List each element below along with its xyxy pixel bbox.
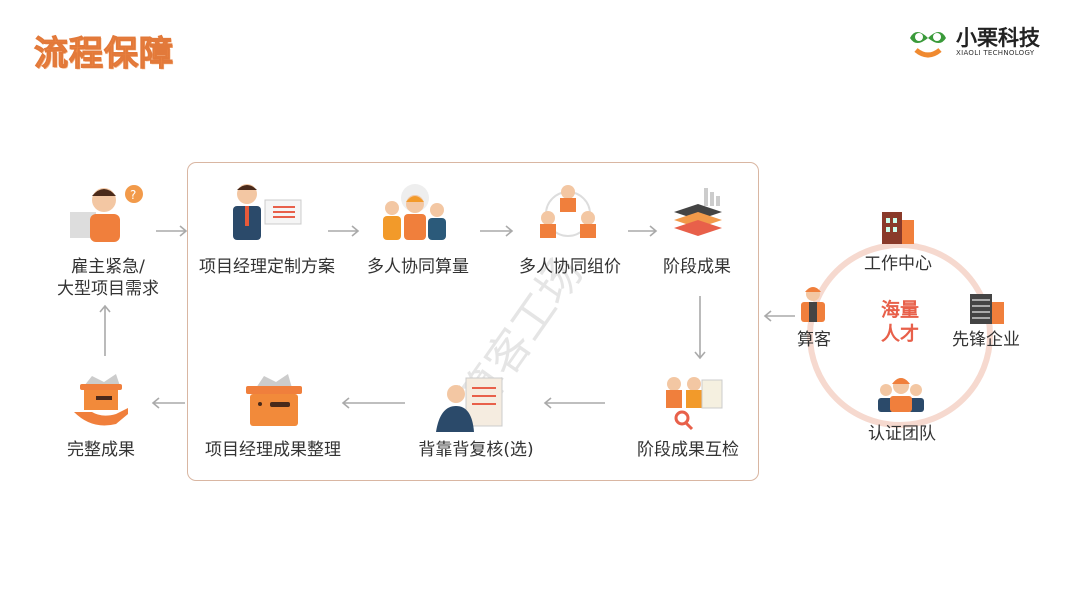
enterprise-building-icon xyxy=(970,294,1004,324)
step-stage-result: 阶段成果 xyxy=(663,257,731,277)
layers-chart-icon xyxy=(674,188,722,236)
delivered-result-icon xyxy=(74,374,128,426)
talent-ring xyxy=(807,242,993,428)
logo-subtitle: XIAOLI TECHNOLOGY xyxy=(956,49,1035,57)
talent-center-line2: 人才 xyxy=(880,323,920,345)
employer-question-icon: ? xyxy=(70,185,143,242)
review-icon xyxy=(436,377,503,432)
step-mutual-check: 阶段成果互检 xyxy=(637,440,739,460)
step-complete: 完整成果 xyxy=(67,440,135,460)
talent-center: 海量人才 xyxy=(881,298,919,346)
start-step-label: 雇主紧急/大型项目需求 xyxy=(57,256,159,300)
svg-text:?: ? xyxy=(130,188,136,202)
step-pricing: 多人协同组价 xyxy=(519,257,621,277)
archive-box-icon xyxy=(246,374,302,426)
team-quantity-icon xyxy=(383,184,446,240)
certified-team-icon xyxy=(878,378,924,412)
page-title: 流程保障 xyxy=(34,34,174,75)
start-step-line2: 大型项目需求 xyxy=(57,279,159,299)
node-work-center: 工作中心 xyxy=(864,254,932,274)
process-box xyxy=(187,162,759,481)
mutual-check-icon xyxy=(666,377,723,431)
node-estimator: 算客 xyxy=(797,330,831,350)
node-enterprise: 先锋企业 xyxy=(952,330,1020,350)
work-center-icon xyxy=(882,212,914,244)
step-quantity: 多人协同算量 xyxy=(367,257,469,277)
team-pricing-icon xyxy=(540,185,596,238)
step-review: 背靠背复核(选) xyxy=(418,440,534,460)
logo-name: 小栗科技 xyxy=(956,26,1040,50)
logo-icon xyxy=(910,32,946,58)
talent-center-line1: 海量 xyxy=(880,299,920,321)
step-custom-plan: 项目经理定制方案 xyxy=(199,257,335,277)
start-step-line1: 雇主紧急/ xyxy=(71,257,145,277)
node-certified-team: 认证团队 xyxy=(868,424,936,444)
manager-presenting-icon xyxy=(233,184,302,240)
estimator-worker-icon xyxy=(801,287,825,322)
step-organize: 项目经理成果整理 xyxy=(205,440,341,460)
